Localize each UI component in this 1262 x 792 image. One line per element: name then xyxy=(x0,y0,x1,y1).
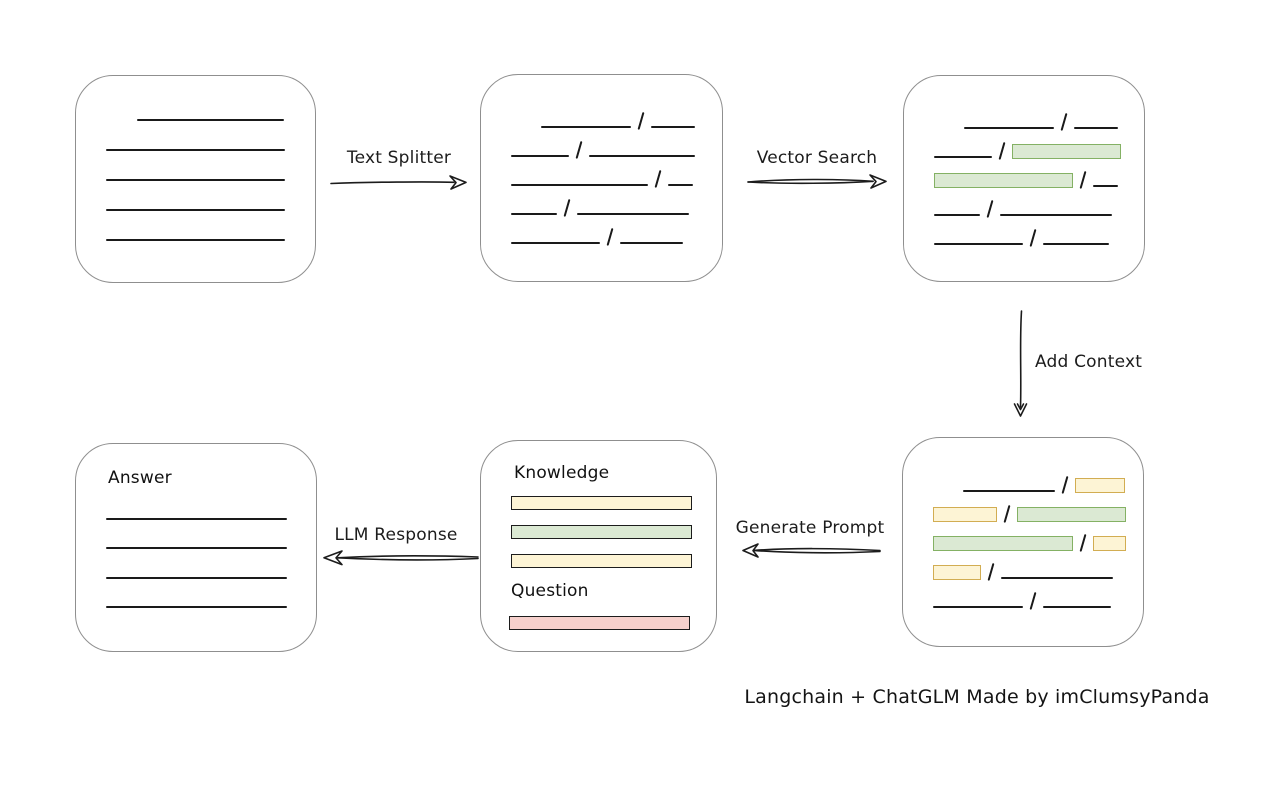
segment-row xyxy=(934,158,1126,189)
text-line xyxy=(1093,185,1119,187)
segment-row xyxy=(933,579,1125,610)
text-line xyxy=(934,243,1023,245)
red-bar xyxy=(509,616,690,630)
green-highlight-bar xyxy=(1017,507,1127,522)
document-lines xyxy=(106,91,285,241)
matched-chunk-lines xyxy=(934,100,1126,247)
yellow-highlight-bar xyxy=(933,507,997,522)
segment-row xyxy=(511,157,704,188)
text-line xyxy=(589,155,696,157)
segment-row xyxy=(106,549,287,579)
segment-row xyxy=(106,490,287,520)
green-bar xyxy=(511,525,692,539)
yellow-highlight-bar xyxy=(933,565,981,580)
segment-row xyxy=(934,216,1126,247)
text-line xyxy=(106,149,285,151)
segment-row xyxy=(934,187,1126,218)
text-line xyxy=(1001,577,1114,579)
green-highlight-bar xyxy=(933,536,1073,551)
text-line xyxy=(106,179,285,181)
text-line xyxy=(511,242,600,244)
text-line xyxy=(106,606,287,608)
green-highlight-bar xyxy=(934,173,1073,188)
yellow-highlight-bar xyxy=(1075,478,1126,493)
segment-row xyxy=(106,520,287,549)
text-line xyxy=(106,576,287,579)
segment-row xyxy=(106,151,285,181)
diagram-caption: Langchain + ChatGLM Made by imClumsyPand… xyxy=(744,686,1210,708)
chunk-lines xyxy=(511,99,704,246)
text-line xyxy=(137,119,284,121)
box-text-chunks xyxy=(480,74,723,282)
slash-mark xyxy=(1029,229,1037,247)
answer-lines xyxy=(106,490,287,608)
knowledge-heading: Knowledge xyxy=(514,463,610,483)
text-splitter-label: Text Splitter xyxy=(346,148,452,168)
text-line xyxy=(651,126,696,128)
segment-row xyxy=(511,128,704,159)
text-line xyxy=(963,490,1055,492)
answer-heading: Answer xyxy=(108,468,172,488)
yellow-bar xyxy=(511,496,692,510)
segment-row xyxy=(933,521,1127,552)
generate-prompt-arrow xyxy=(742,543,881,558)
question-bars xyxy=(509,616,690,645)
text-line xyxy=(541,126,631,128)
box-matched-chunks xyxy=(903,75,1145,282)
text-line xyxy=(106,209,285,211)
box-answer: Answer xyxy=(75,443,317,652)
text-line xyxy=(511,155,569,157)
text-line xyxy=(106,239,285,241)
segment-row xyxy=(511,215,704,246)
add-context-label: Add Context xyxy=(1035,352,1143,372)
segment-row xyxy=(106,181,285,211)
green-highlight-bar xyxy=(1012,144,1122,159)
question-heading: Question xyxy=(511,581,589,601)
segment-row xyxy=(511,186,704,217)
segment-row xyxy=(933,463,1126,494)
knowledge-bars xyxy=(511,496,692,583)
segment-row xyxy=(511,99,704,130)
segment-row xyxy=(934,100,1126,131)
text-line xyxy=(511,213,557,215)
text-line xyxy=(577,213,690,215)
llm-response-arrow xyxy=(323,550,479,566)
add-context-arrow xyxy=(1013,310,1028,417)
text-line xyxy=(1000,214,1113,216)
text-line xyxy=(1043,243,1110,245)
text-line xyxy=(106,517,287,520)
segment-row xyxy=(106,91,285,121)
segment-row xyxy=(106,211,285,241)
yellow-bar xyxy=(511,554,692,568)
text-line xyxy=(933,606,1023,608)
box-prompt: Knowledge Question xyxy=(480,440,717,652)
text-line xyxy=(1043,606,1112,608)
text-line xyxy=(964,127,1054,129)
vector-search-label: Vector Search xyxy=(756,148,878,168)
text-splitter-arrow xyxy=(330,175,467,190)
context-chunk-lines xyxy=(933,463,1127,610)
text-line xyxy=(668,184,694,186)
generate-prompt-label: Generate Prompt xyxy=(735,518,885,538)
segment-row xyxy=(933,550,1125,581)
text-line xyxy=(106,547,287,549)
segment-row xyxy=(934,129,1126,160)
segment-row xyxy=(106,121,285,151)
text-line xyxy=(934,156,992,158)
yellow-highlight-bar xyxy=(1093,536,1127,551)
text-line xyxy=(1074,127,1119,129)
box-context-chunks xyxy=(902,437,1144,647)
llm-response-label: LLM Response xyxy=(334,525,458,545)
text-line xyxy=(511,184,648,186)
box-source-document xyxy=(75,75,316,283)
segment-row xyxy=(106,579,287,608)
segment-row xyxy=(933,492,1127,523)
slash-mark xyxy=(1029,592,1037,610)
vector-search-arrow xyxy=(747,174,887,189)
slash-mark xyxy=(606,228,614,246)
text-line xyxy=(620,242,684,244)
text-line xyxy=(934,214,980,216)
